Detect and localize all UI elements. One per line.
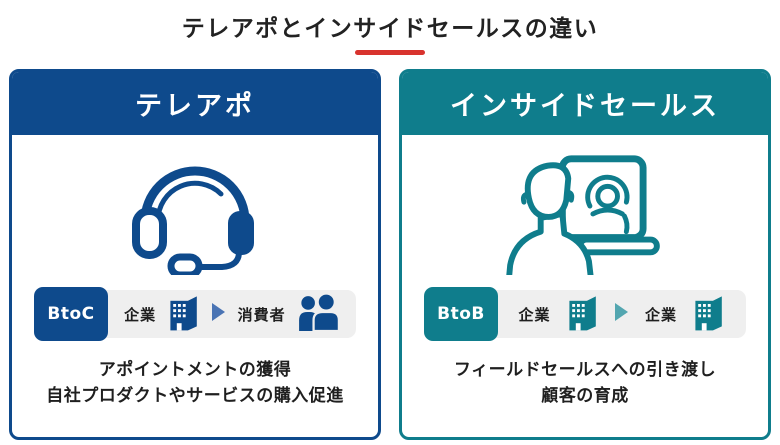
building-icon <box>567 293 599 335</box>
flow-to-label: 消費者 <box>237 305 286 324</box>
page-title: テレアポとインサイドセールスの違い <box>181 16 599 42</box>
card-description: アポイントメントの獲得 自社プロダクトやサービスの購入促進 <box>12 358 378 409</box>
flow-to-label: 企業 <box>644 305 677 324</box>
headset-icon <box>12 135 378 287</box>
page-header: テレアポとインサイドセールスの違い <box>0 0 780 55</box>
building-icon <box>168 293 200 335</box>
video-call-icon <box>402 135 768 287</box>
description-line-2: 顧客の育成 <box>541 385 629 406</box>
card-description: フィールドセールスへの引き渡し 顧客の育成 <box>402 358 768 409</box>
comparison-cards: テレアポ BtoC 企業 <box>0 69 780 440</box>
btoc-badge: BtoC <box>34 287 108 341</box>
building-icon <box>693 293 725 335</box>
description-line-1: アポイントメントの獲得 <box>98 360 292 380</box>
card-telephone-appointment: テレアポ BtoC 企業 <box>9 69 381 440</box>
btob-badge: BtoB <box>424 287 498 341</box>
arrow-right-icon <box>212 303 226 325</box>
card-title-inside-sales: インサイドセールス <box>402 72 768 135</box>
business-model-row: BtoC 企業 <box>12 287 378 341</box>
business-model-row: BtoB 企業 <box>402 287 768 341</box>
description-line-1: フィールドセールスへの引き渡し <box>453 360 717 380</box>
title-underline <box>355 50 425 55</box>
arrow-right-icon <box>615 303 629 325</box>
flow-bar: 企業 企業 <box>486 290 746 338</box>
flow-from-label: 企業 <box>124 305 157 324</box>
card-title-telephone-appointment: テレアポ <box>12 72 378 135</box>
consumers-icon <box>298 292 340 335</box>
flow-bar: 企業 消費者 <box>96 290 356 338</box>
flow-from-label: 企業 <box>518 305 551 324</box>
description-line-2: 自社プロダクトやサービスの購入促進 <box>46 385 344 406</box>
card-inside-sales: インサイドセールス BtoB 企業 <box>399 69 771 440</box>
